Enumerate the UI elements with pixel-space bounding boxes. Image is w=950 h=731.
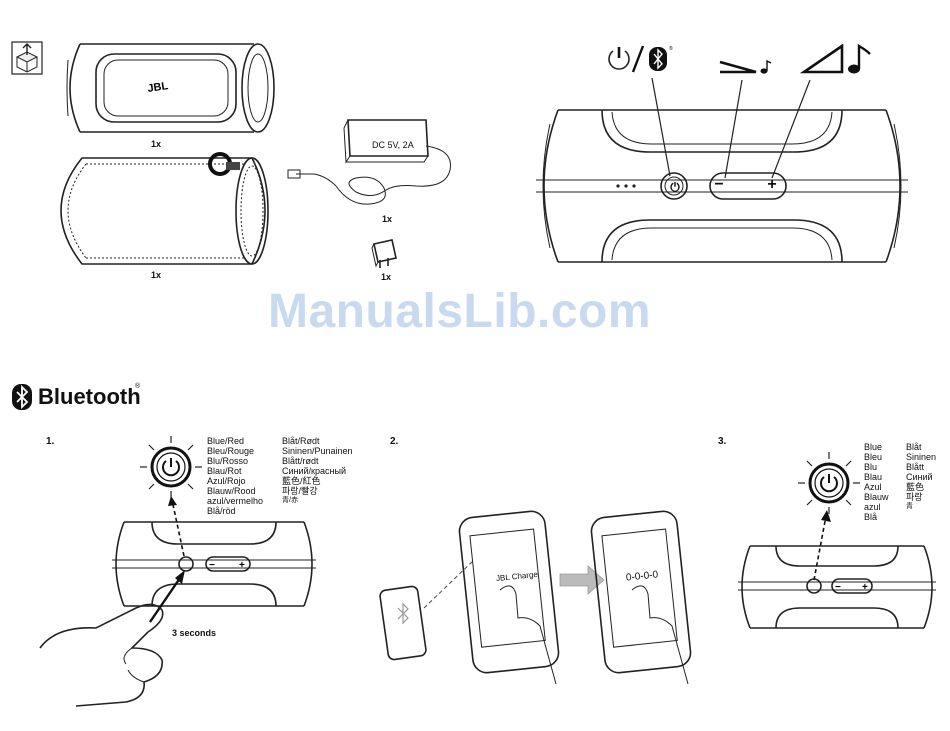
charger-rating-label: DC 5V, 2A xyxy=(372,140,414,150)
svg-text:+: + xyxy=(862,582,868,593)
color-line: azul xyxy=(864,502,881,512)
color-line: Blåt/Rødt xyxy=(282,436,320,446)
color-line: Blu/Rosso xyxy=(207,456,249,466)
step3-number: 3. xyxy=(718,436,727,447)
color-line: Blauw/Rood xyxy=(207,486,256,496)
step1-duration: 3 seconds xyxy=(172,628,217,638)
box-contents-icon xyxy=(11,41,43,75)
color-line: Sininen/Punainen xyxy=(282,446,353,456)
bluetooth-registered-mark: ® xyxy=(135,383,141,390)
speaker-illustration: JBL xyxy=(66,43,275,133)
color-line: Blått/rødt xyxy=(282,456,319,466)
color-line: azul/vermelho xyxy=(207,496,264,506)
color-line: Bleu xyxy=(864,452,883,462)
step3-colors-col2: Blåt Sininen Blått Синий 藍色 파랑 青 xyxy=(906,442,936,512)
step2-pairing-illustration xyxy=(379,510,692,685)
color-line: Azul/Rojo xyxy=(207,476,246,486)
speaker-quantity: 1x xyxy=(151,139,162,149)
color-line: Blått xyxy=(906,462,925,472)
color-line: Blauw xyxy=(864,492,889,502)
power-button[interactable]: ⏻ xyxy=(670,180,680,194)
color-line: Azul xyxy=(864,482,882,492)
plug-quantity: 1x xyxy=(381,272,392,282)
bluetooth-title: Bluetooth xyxy=(38,384,141,409)
color-line: Blu xyxy=(864,462,878,472)
color-line: 青/赤 xyxy=(282,497,298,504)
color-line: Sininen xyxy=(906,452,937,462)
step1-number: 1. xyxy=(46,436,55,447)
charger-illustration xyxy=(287,119,451,205)
volume-down-button[interactable]: − xyxy=(714,176,724,193)
sleeve-illustration xyxy=(60,152,269,265)
color-line: 파랑 xyxy=(906,492,923,502)
speaker-front-view xyxy=(536,109,908,263)
sleeve-quantity: 1x xyxy=(151,270,162,280)
color-line: 青 xyxy=(906,503,913,510)
bluetooth-icon xyxy=(12,384,32,410)
color-line: Bleu/Rouge xyxy=(207,446,255,456)
color-line: Blau xyxy=(864,472,883,482)
color-line: 藍色/紅色 xyxy=(282,476,321,486)
step3-colors-col1: Blue Bleu Blu Blau Azul Blauw azul Blå xyxy=(864,442,889,522)
volume-up-button[interactable]: + xyxy=(767,176,777,193)
color-line: Blau/Rot xyxy=(207,466,242,476)
color-line: Blåt xyxy=(906,442,922,452)
color-line: Blue/Red xyxy=(207,436,245,446)
color-line: Синий xyxy=(906,472,933,482)
step1-pointing-hand xyxy=(39,603,164,707)
power-bluetooth-symbol: ® xyxy=(608,45,673,73)
volume-down-symbol xyxy=(719,59,772,74)
charger-quantity: 1x xyxy=(382,214,393,224)
color-line: 藍色 xyxy=(906,482,925,492)
color-line: Blue xyxy=(864,442,883,452)
svg-text:+: + xyxy=(239,560,245,571)
volume-up-symbol xyxy=(799,43,871,74)
svg-text:−: − xyxy=(835,582,841,593)
color-line: Синий/красный xyxy=(282,466,346,476)
watermark: ManualsLib.com xyxy=(268,285,652,338)
step3-speaker: − + xyxy=(738,545,936,629)
plug-adapter-illustration xyxy=(371,239,397,268)
step1-colors-col2: Blåt/Rødt Sininen/Punainen Blått/rødt Си… xyxy=(282,436,353,506)
step1-colors-col1: Blue/Red Bleu/Rouge Blu/Rosso Blau/Rot A… xyxy=(207,436,263,516)
color-line: Blå xyxy=(864,512,878,522)
step1-glowing-power-button xyxy=(140,436,202,498)
step2-number: 2. xyxy=(390,436,399,447)
svg-text:−: − xyxy=(209,560,215,571)
step1-speaker: − + xyxy=(112,521,316,607)
color-line: Blå/röd xyxy=(207,506,236,516)
step3-glowing-power-button xyxy=(798,452,860,514)
color-line: 파랑/빨강 xyxy=(282,486,318,496)
svg-text:®: ® xyxy=(669,45,673,52)
svg-text:JBL: JBL xyxy=(147,80,170,95)
